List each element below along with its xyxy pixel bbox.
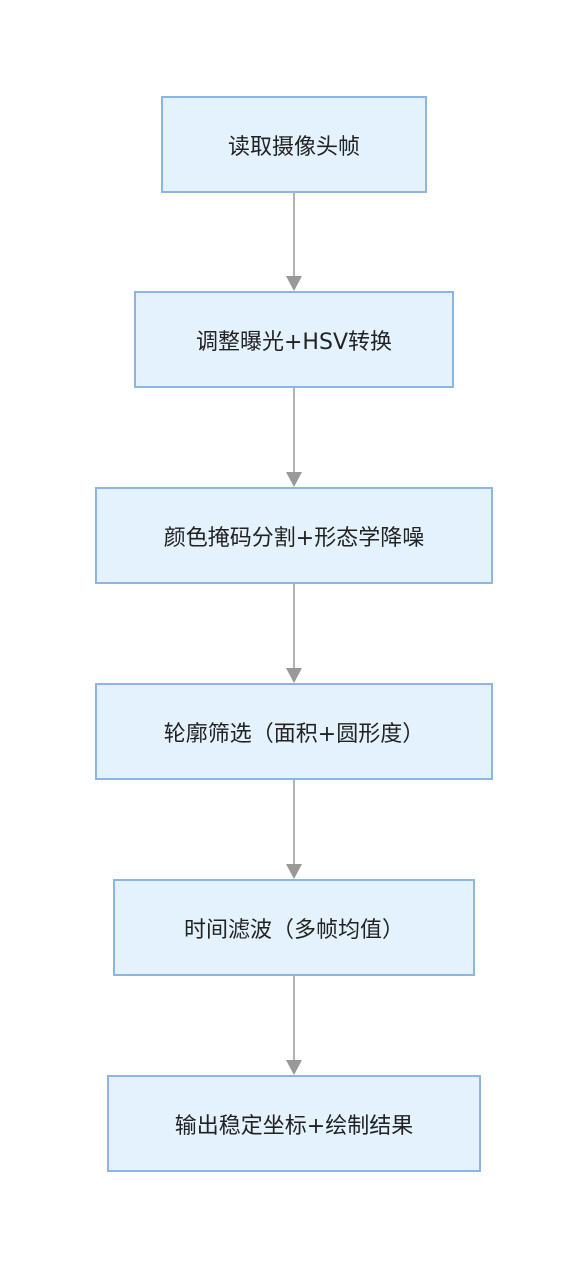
node-label: 颜色掩码分割+形态学降噪 — [163, 525, 425, 551]
arrowhead-icon — [286, 472, 302, 487]
node-label: 输出稳定坐标+绘制结果 — [174, 1113, 414, 1139]
node-label: 调整曝光+HSV转换 — [196, 329, 392, 355]
arrowhead-icon — [286, 276, 302, 291]
arrowhead-icon — [286, 864, 302, 879]
arrowhead-icon — [286, 1060, 302, 1075]
edge-4-5 — [286, 976, 302, 1075]
node-color-mask-segmentation: 颜色掩码分割+形态学降噪 — [95, 487, 493, 584]
node-temporal-filter: 时间滤波（多帧均值） — [113, 879, 475, 976]
node-output-coordinates: 输出稳定坐标+绘制结果 — [107, 1075, 481, 1172]
edge-2-3 — [286, 584, 302, 683]
node-label: 读取摄像头帧 — [227, 134, 360, 160]
node-label: 轮廓筛选（面积+圆形度） — [163, 721, 425, 747]
arrowhead-icon — [286, 668, 302, 683]
node-label: 时间滤波（多帧均值） — [183, 917, 404, 943]
node-adjust-exposure-hsv: 调整曝光+HSV转换 — [134, 291, 454, 388]
edge-1-2 — [286, 388, 302, 487]
edge-0-1 — [286, 193, 302, 291]
edge-3-4 — [286, 780, 302, 879]
node-read-camera-frame: 读取摄像头帧 — [161, 96, 427, 193]
node-contour-filter: 轮廓筛选（面积+圆形度） — [95, 683, 493, 780]
